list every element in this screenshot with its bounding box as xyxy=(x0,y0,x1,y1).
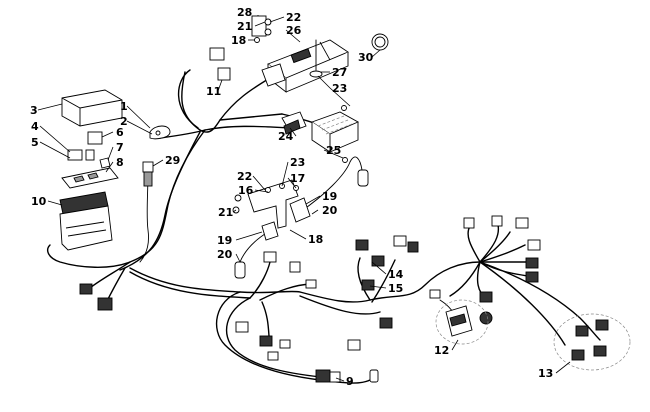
callout-29: 29 xyxy=(165,154,180,167)
fuse-holder xyxy=(61,157,119,189)
callout-3: 3 xyxy=(30,104,38,117)
callout-15: 15 xyxy=(388,282,403,295)
plug-left xyxy=(234,261,246,279)
callout-23a: 23 xyxy=(332,82,347,95)
callout-28: 28 xyxy=(237,6,252,19)
callout-13: 13 xyxy=(538,367,553,380)
left-connectors xyxy=(79,283,113,311)
fuse-box-cover xyxy=(61,89,123,127)
relay-right xyxy=(289,197,311,223)
callout-labels: 1 2 3 4 5 6 7 8 9 10 11 12 13 14 15 16 1… xyxy=(30,6,553,388)
fuse-block xyxy=(59,191,113,251)
callout-22b: 22 xyxy=(237,170,252,183)
callout-23b: 23 xyxy=(290,156,305,169)
callout-20a: 20 xyxy=(322,204,338,217)
callout-6: 6 xyxy=(116,126,124,139)
callout-2: 2 xyxy=(120,115,128,128)
callout-9: 9 xyxy=(346,375,354,388)
dashed-connector-group xyxy=(553,313,631,371)
callout-19a: 19 xyxy=(322,190,337,203)
callout-8: 8 xyxy=(116,156,124,169)
callout-30: 30 xyxy=(358,51,374,64)
relay xyxy=(67,131,103,161)
callout-17: 17 xyxy=(290,172,305,185)
mid-right-connectors xyxy=(355,235,419,329)
callout-14: 14 xyxy=(388,268,404,281)
regulator-connector xyxy=(281,111,307,135)
callout-21b: 21 xyxy=(218,206,233,219)
callout-11: 11 xyxy=(206,85,221,98)
upper-connector xyxy=(209,47,231,81)
callout-25: 25 xyxy=(326,144,341,157)
bolt xyxy=(309,39,323,78)
voltage-regulator xyxy=(311,105,360,163)
callout-1: 1 xyxy=(120,100,128,113)
callout-18b: 18 xyxy=(308,233,323,246)
callout-22a: 22 xyxy=(286,11,301,24)
callout-16: 16 xyxy=(238,184,254,197)
callout-12: 12 xyxy=(434,344,449,357)
callout-18a: 18 xyxy=(231,34,246,47)
callout-10: 10 xyxy=(31,195,47,208)
callout-19b: 19 xyxy=(217,234,232,247)
harness-clip xyxy=(149,125,171,140)
ring-clamp xyxy=(371,33,389,51)
callout-7: 7 xyxy=(116,141,124,154)
callout-20b: 20 xyxy=(217,248,233,261)
callout-24: 24 xyxy=(278,130,294,143)
relay-left xyxy=(261,221,279,241)
plug-right xyxy=(357,169,369,187)
leader-lines xyxy=(37,15,571,382)
right-cluster-connectors xyxy=(429,215,541,303)
speed-sensor xyxy=(142,161,154,187)
callout-26: 26 xyxy=(286,24,302,37)
callout-5: 5 xyxy=(31,136,39,149)
mount-bracket-top xyxy=(251,15,272,43)
callout-27: 27 xyxy=(332,66,347,79)
callout-4: 4 xyxy=(31,120,39,133)
callout-21a: 21 xyxy=(237,20,252,33)
fuel-pump-connector xyxy=(435,299,493,345)
center-connectors xyxy=(235,251,379,383)
bottom-connector xyxy=(315,369,341,383)
